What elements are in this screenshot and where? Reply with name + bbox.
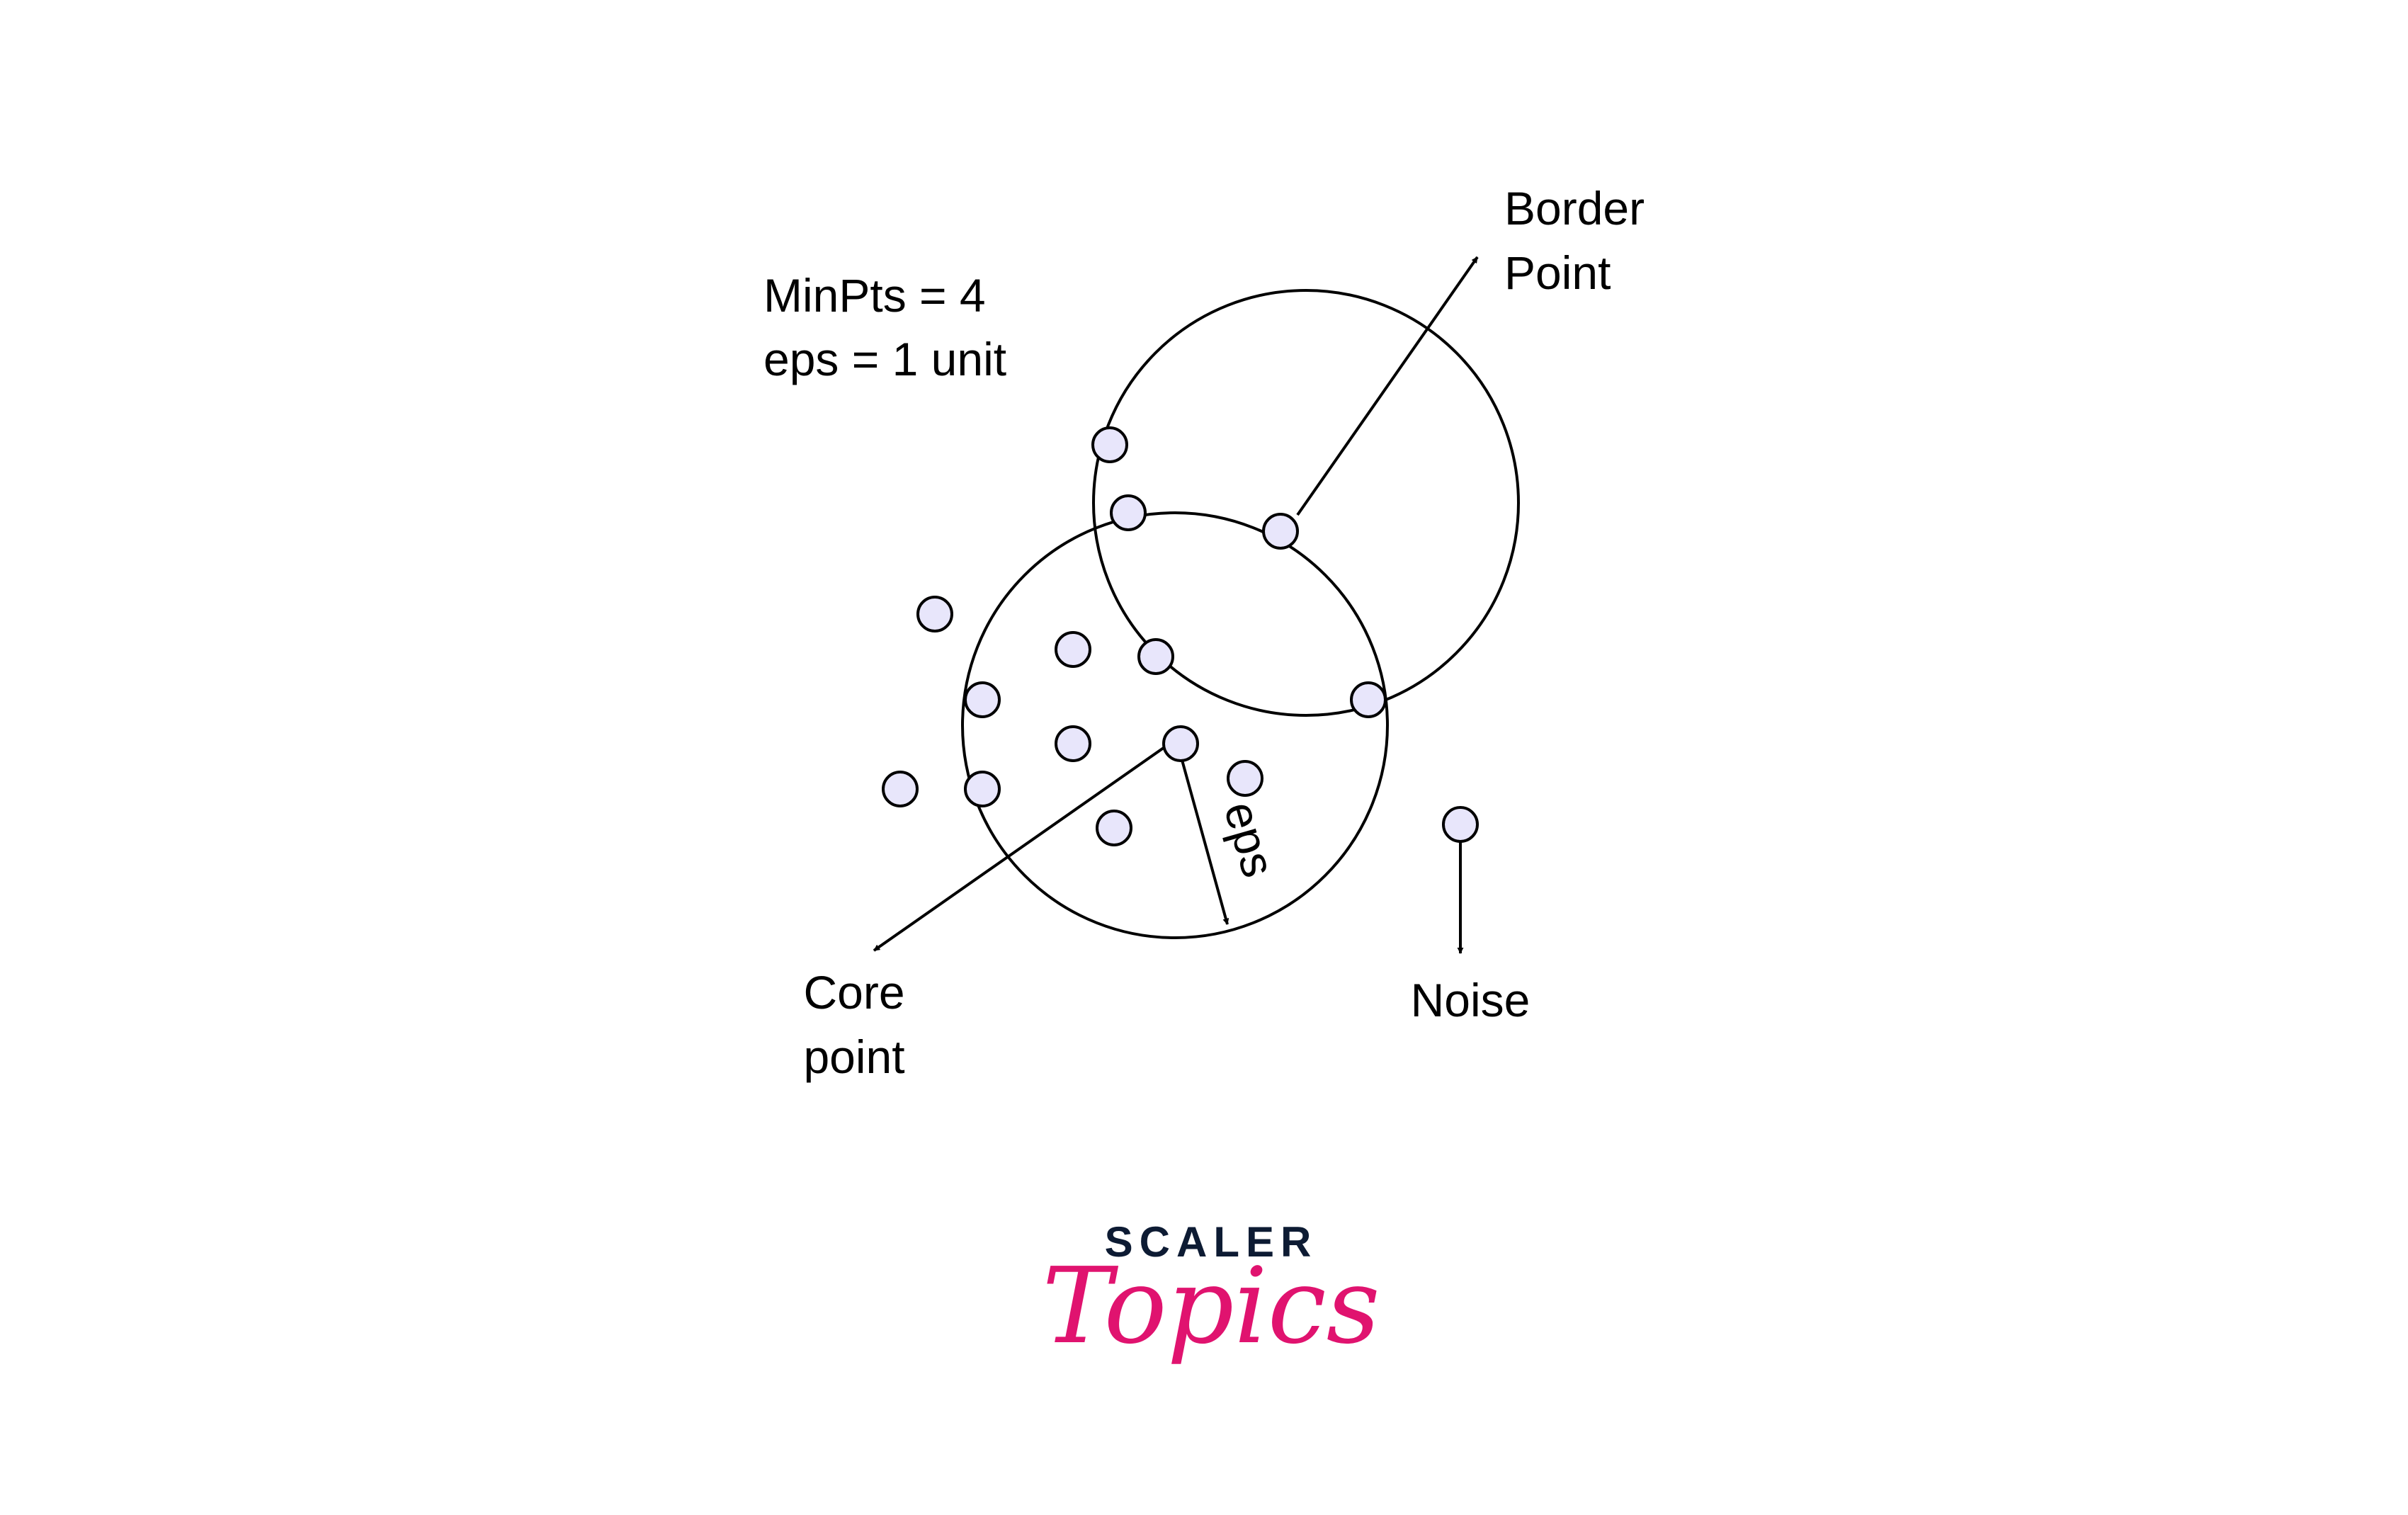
eps-value-label: eps = 1 unit	[763, 333, 1006, 385]
data-point	[882, 771, 919, 807]
core-point-label-line2: point	[803, 1031, 904, 1083]
noise-point	[1442, 806, 1479, 843]
data-point	[1137, 638, 1174, 675]
data-point	[1096, 810, 1132, 846]
data-point	[1055, 725, 1091, 762]
scaler-topics-logo: SCALER Topics	[1042, 1218, 1380, 1367]
data-point	[1350, 681, 1387, 718]
data-point	[964, 681, 1001, 718]
data-points	[882, 426, 1479, 846]
border-point-label-line2: Point	[1504, 246, 1611, 299]
border-point-label-line1: Border	[1504, 182, 1645, 234]
data-point	[1091, 426, 1128, 463]
border-neighborhood-circle	[1092, 289, 1520, 717]
eps-radius-arrow	[1179, 754, 1229, 925]
logo-topics-wordmark: Topics	[1042, 1245, 1380, 1367]
border-point	[1262, 513, 1299, 550]
data-point	[1055, 631, 1091, 668]
data-point	[1110, 494, 1147, 531]
data-point	[916, 596, 953, 632]
core-point	[1162, 725, 1199, 762]
eps-radius-label: eps	[1215, 795, 1285, 883]
noise-label: Noise	[1411, 974, 1530, 1026]
core-point-arrow	[873, 744, 1168, 952]
border-point-arrow	[1296, 256, 1479, 516]
logo-scaler-wordmark: SCALER	[1105, 1218, 1318, 1266]
core-point-label-line1: Core	[803, 966, 904, 1018]
minpts-label: MinPts = 4	[763, 269, 986, 322]
data-point	[1227, 760, 1263, 797]
core-neighborhood-circle	[961, 511, 1389, 939]
data-point	[964, 771, 1001, 807]
